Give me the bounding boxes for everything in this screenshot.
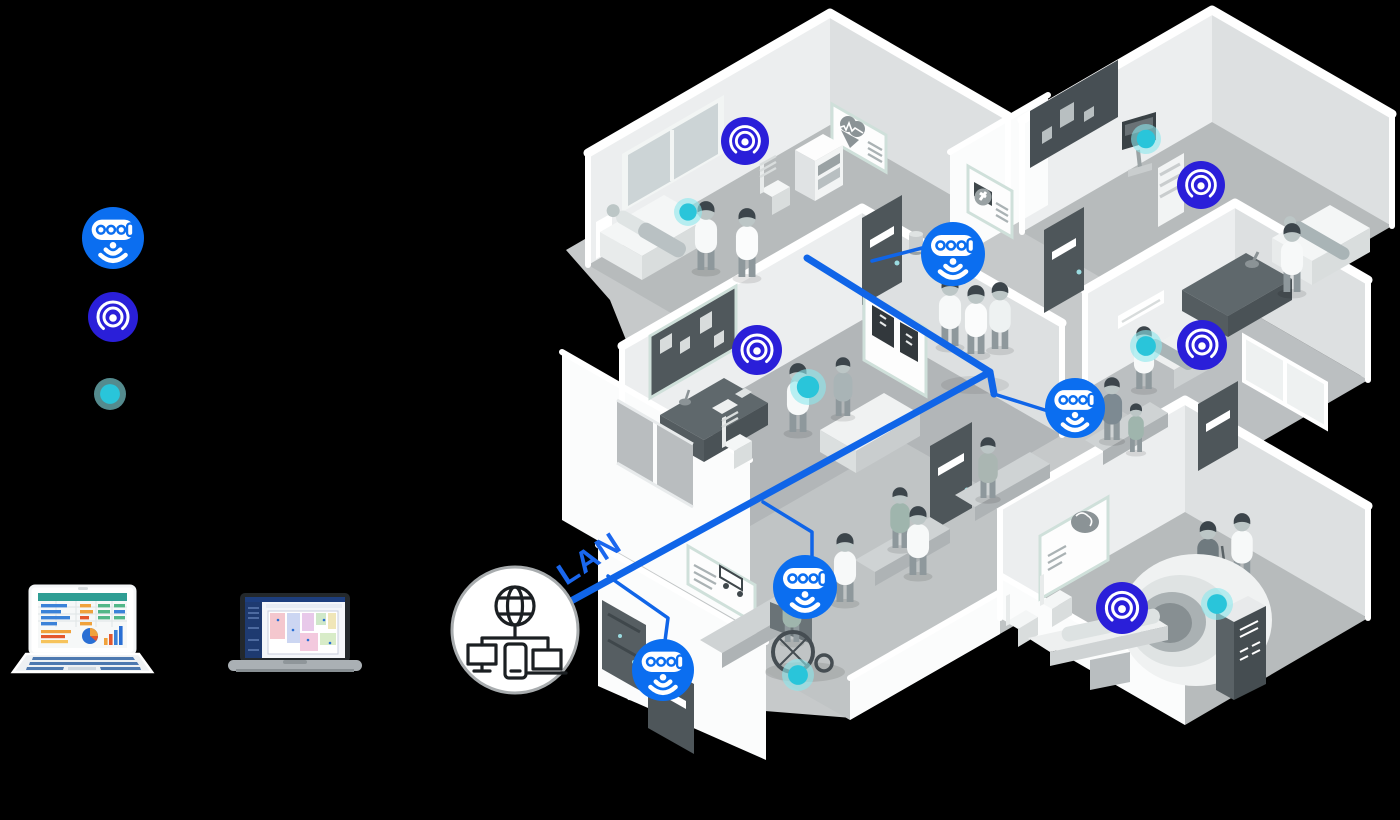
treatment-room (1085, 290, 1328, 471)
beacon-icon-imaging-room (1175, 159, 1227, 211)
exam-room (648, 283, 928, 473)
door (1198, 381, 1238, 471)
lan-line-trunk-upper-wall (803, 254, 998, 398)
hospital-building (559, 5, 1397, 760)
floor-plan (267, 610, 339, 655)
gateway-icon-mid-corridor (1045, 378, 1105, 438)
lan-line-drop-corridor-gateway (870, 245, 928, 263)
tag-icon-legend (93, 377, 127, 411)
equipment-trolley (1158, 153, 1184, 227)
network-icon (466, 585, 568, 680)
ambulance-wall-art (686, 543, 757, 626)
gateway-icon-legend (82, 207, 144, 269)
beacon-icon-treatment-room (1175, 318, 1229, 372)
chair (1006, 594, 1038, 647)
analytics-laptop (10, 584, 155, 674)
gateway-icon-upper-corridor (921, 222, 985, 286)
bench (955, 452, 1050, 521)
tag-icon-mri-room (1200, 587, 1234, 621)
spreadsheet-chart (38, 601, 127, 645)
lan-hub (450, 565, 580, 695)
ecg-wall-art (830, 101, 888, 175)
window-wall (616, 398, 694, 509)
window (1242, 332, 1328, 432)
tag-icon-treatment-room (1129, 329, 1163, 363)
tag-icon-exam-room (790, 369, 826, 405)
beacon-icon-mri-room (1094, 580, 1150, 636)
door (1044, 207, 1084, 313)
waiting-area (602, 398, 1257, 754)
gateway-icon-lower-corridor (632, 639, 694, 701)
upper-corridor (862, 163, 1084, 394)
tag-icon-wheelchair-patient (781, 658, 815, 692)
beacon-icon-exam-room (730, 323, 784, 377)
beacon-icon-legend (86, 290, 140, 344)
cabinet (795, 134, 843, 201)
first-aid-sign (966, 163, 1014, 240)
chair (1040, 574, 1072, 627)
gateway-icon-waiting-area (773, 555, 837, 619)
brain-scan-art (1038, 494, 1110, 602)
xray-viewer (862, 289, 928, 399)
keyboard (26, 657, 141, 670)
tag-icon-imaging-room (1131, 124, 1161, 154)
tag-icon-ward-room (674, 198, 702, 226)
lan-line-drop-waiting-gateway (761, 500, 814, 559)
lan-line-drop-mid-gateway (992, 392, 1050, 413)
beacon-icon-ward-room (719, 115, 771, 167)
floorplan-laptop (228, 593, 362, 672)
door (862, 195, 902, 305)
lan-line-drop-lower-gateway (606, 574, 670, 643)
lan-cabling (567, 245, 1050, 643)
chair (721, 410, 752, 469)
lan-line-trunk-hub-to-building (567, 368, 994, 605)
chair (759, 154, 790, 215)
console (1216, 596, 1266, 700)
legend (82, 207, 144, 411)
bulletin-board (648, 283, 738, 401)
